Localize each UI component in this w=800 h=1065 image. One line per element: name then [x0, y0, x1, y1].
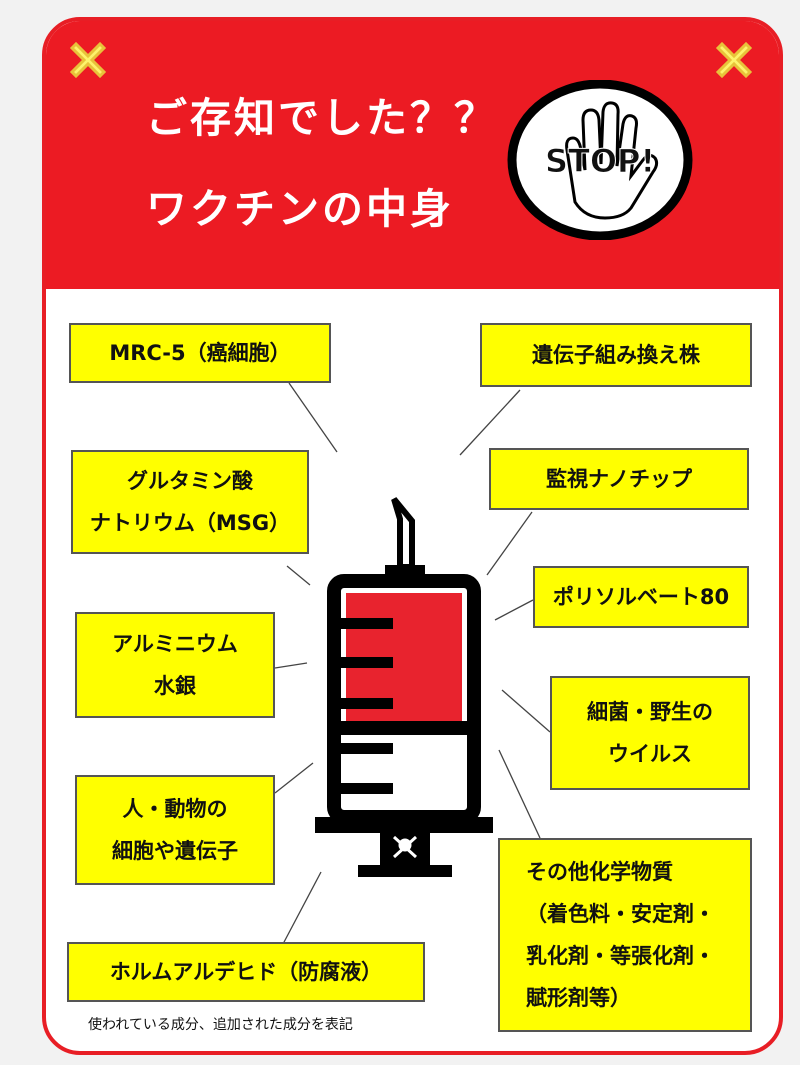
label-gmo-strain: 遺伝子組み換え株 [480, 323, 752, 387]
label-mrc5: MRC-5（癌細胞） [69, 323, 331, 383]
title-line-2: ワクチンの中身 [146, 185, 454, 233]
skull-icon [392, 835, 418, 859]
label-human-animal-cells: 人・動物の 細胞や遺伝子 [75, 775, 275, 885]
title-line-1: ご存知でした？？ [146, 94, 498, 142]
footnote: 使われている成分、追加された成分を表記 [88, 1017, 353, 1033]
stop-hand-badge: STOP! [507, 80, 693, 240]
label-nanochip: 監視ナノチップ [489, 448, 749, 510]
label-bacteria-virus: 細菌・野生の ウイルス [550, 676, 750, 790]
hand-icon [565, 101, 659, 220]
stop-text: STOP! [545, 142, 655, 180]
label-polysorbate: ポリソルベート80 [533, 566, 749, 628]
syringe-illustration [315, 497, 493, 877]
x-mark-icon [715, 41, 753, 79]
label-aluminium-mercury: アルミニウム 水銀 [75, 612, 275, 718]
label-formaldehyde: ホルムアルデヒド（防腐液） [67, 942, 425, 1002]
x-mark-icon [69, 41, 107, 79]
label-msg: グルタミン酸 ナトリウム（MSG） [71, 450, 309, 554]
needle [391, 497, 415, 570]
label-other-chemicals: その他化学物質 （着色料・安定剤・ 乳化剤・等張化剤・ 賦形剤等） [498, 838, 752, 1032]
